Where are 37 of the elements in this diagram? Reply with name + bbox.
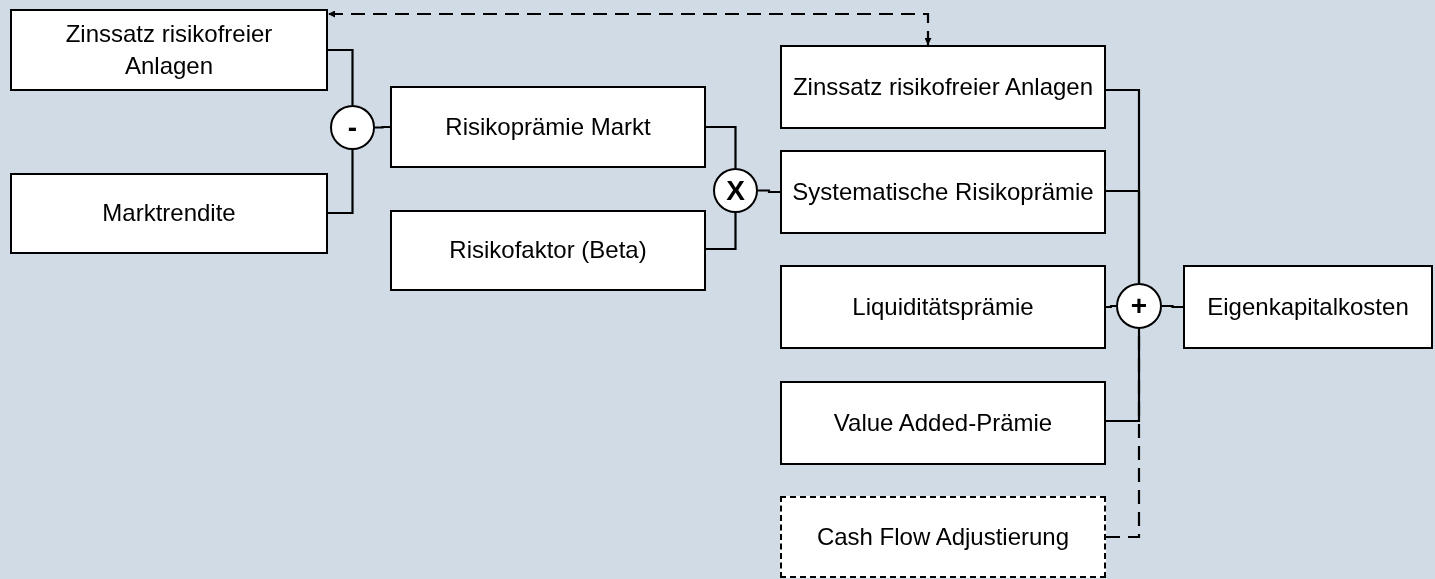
- box-label: Eigenkapitalkosten: [1207, 291, 1409, 322]
- box-label: Value Added-Prämie: [833, 407, 1053, 438]
- connector-line: [1106, 304, 1116, 309]
- process-box: [1183, 265, 1433, 349]
- box-label: Liquiditätsprämie: [852, 291, 1034, 322]
- box-label: Risikofaktor (Beta): [449, 235, 647, 266]
- connector-line: [328, 150, 354, 215]
- box-label: Systematische Risikoprämie: [792, 176, 1094, 207]
- process-box: [10, 9, 328, 91]
- box-label: Zinssatz risikofreier Anlagen: [64, 18, 274, 81]
- operator-symbol: -: [347, 113, 358, 142]
- box-label: Cash Flow Adjustierung: [816, 521, 1070, 552]
- operator-circle: [330, 105, 375, 150]
- process-box: [10, 173, 328, 254]
- process-box: [390, 210, 706, 291]
- operator-circle: [713, 168, 758, 213]
- operator-symbol: X: [726, 176, 745, 205]
- connector-line: [706, 213, 737, 251]
- operator-symbol: +: [1130, 292, 1148, 320]
- process-box: [390, 86, 706, 168]
- connector-line: [758, 189, 780, 194]
- operator-circle: [1116, 283, 1162, 329]
- connector-line: [1162, 304, 1183, 309]
- box-label: Risikoprämie Markt: [445, 111, 651, 142]
- process-box: [780, 150, 1106, 234]
- connector-line: [328, 48, 354, 105]
- connector-line: [375, 125, 390, 129]
- process-box: [780, 496, 1106, 578]
- process-box: [780, 381, 1106, 465]
- connector-line: [706, 125, 737, 168]
- connector-line: [1106, 329, 1141, 423]
- box-label: Marktrendite: [102, 198, 236, 229]
- process-box: [780, 45, 1106, 129]
- process-box: [780, 265, 1106, 349]
- arrow: [328, 10, 932, 45]
- box-label: Zinssatz risikofreier Anlagen: [792, 71, 1094, 102]
- connector-line: [1106, 189, 1141, 283]
